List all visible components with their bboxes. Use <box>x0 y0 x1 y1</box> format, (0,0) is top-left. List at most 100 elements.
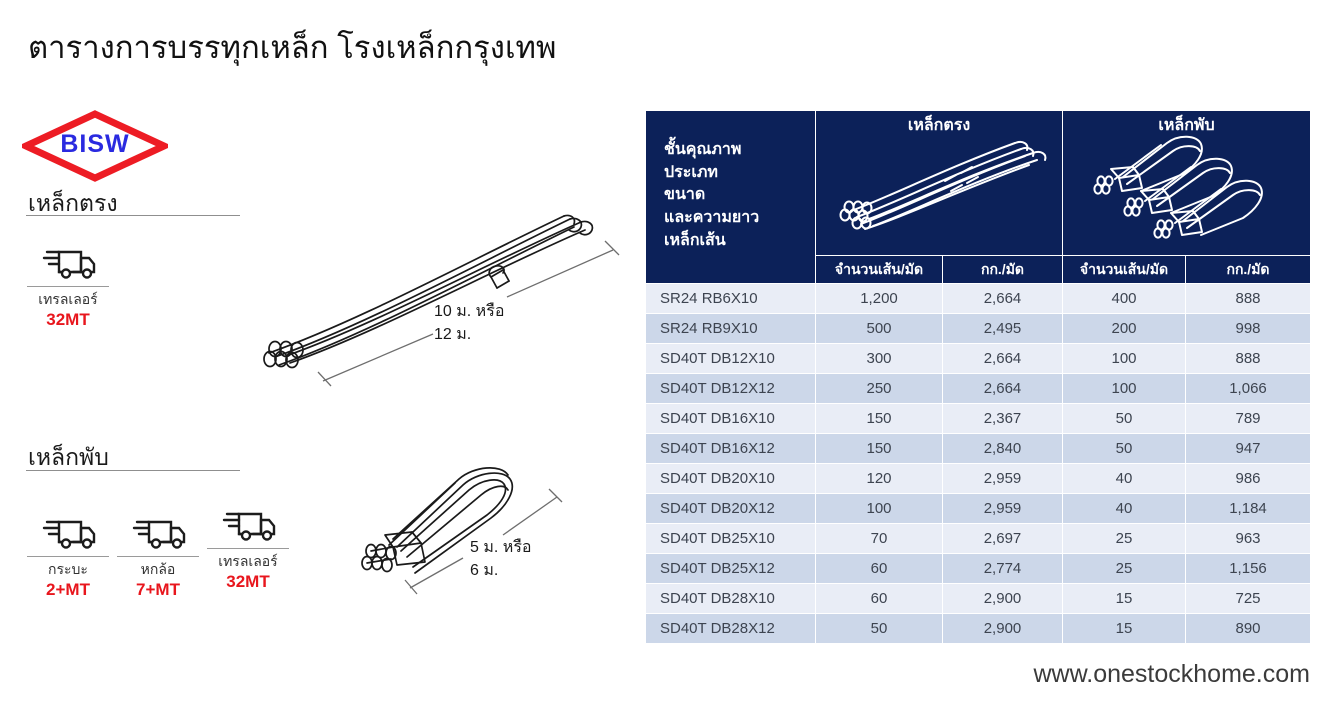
subheader-folded-kg: กก./มัด <box>1185 255 1311 284</box>
cell-straight-count: 70 <box>815 523 943 554</box>
delivery-truck-icon <box>42 520 96 549</box>
section-heading-folded: เหล็กพับ <box>28 444 109 470</box>
truck-divider <box>207 548 289 549</box>
truck-name: เทรลเลอร์ <box>38 291 98 307</box>
table-row: SD40T DB25X12 60 2,774 25 1,156 <box>645 553 1311 584</box>
cell-spec-name: SD40T DB25X12 <box>645 553 816 584</box>
cell-straight-count: 300 <box>815 343 943 374</box>
dimension-line-1: 5 ม. หรือ <box>470 539 532 556</box>
cell-folded-kg: 963 <box>1185 523 1311 554</box>
straight-bar-bundle-icon <box>263 214 620 387</box>
corner-header-line-2: ประเภท <box>664 163 718 181</box>
table-row: SR24 RB6X10 1,200 2,664 400 888 <box>645 283 1311 314</box>
cell-straight-kg: 2,900 <box>942 583 1063 614</box>
cell-folded-kg: 1,156 <box>1185 553 1311 584</box>
truck-option-trailer-straight: เทรลเลอร์ 32MT <box>20 243 116 331</box>
truck-capacity: 2+MT <box>46 579 90 599</box>
loading-spec-table: ชั้นคุณภาพ ประเภท ขนาด และความยาว เหล็กเ… <box>645 110 1311 644</box>
cell-folded-kg: 998 <box>1185 313 1311 344</box>
cell-folded-count: 15 <box>1062 613 1186 644</box>
cell-folded-count: 25 <box>1062 553 1186 584</box>
cell-folded-count: 40 <box>1062 493 1186 524</box>
cell-straight-count: 60 <box>815 583 943 614</box>
cell-folded-kg: 789 <box>1185 403 1311 434</box>
corner-header-line-4: และความยาว <box>664 209 760 227</box>
cell-straight-count: 1,200 <box>815 283 943 314</box>
cell-folded-kg: 890 <box>1185 613 1311 644</box>
cell-spec-name: SR24 RB9X10 <box>645 313 816 344</box>
group-header-straight: เหล็กตรง <box>815 110 1063 256</box>
cell-folded-count: 200 <box>1062 313 1186 344</box>
truck-name: กระบะ <box>48 561 88 577</box>
cell-straight-kg: 2,664 <box>942 373 1063 404</box>
cell-straight-count: 120 <box>815 463 943 494</box>
cell-folded-kg: 986 <box>1185 463 1311 494</box>
cell-straight-count: 150 <box>815 433 943 464</box>
cell-spec-name: SD40T DB25X10 <box>645 523 816 554</box>
cell-folded-count: 25 <box>1062 523 1186 554</box>
truck-capacity: 32MT <box>226 571 270 591</box>
dimension-line-2: 6 ม. <box>470 562 499 580</box>
folded-bar-bundle-icon <box>361 467 563 595</box>
cell-folded-count: 40 <box>1062 463 1186 494</box>
cell-spec-name: SD40T DB28X10 <box>645 583 816 614</box>
cell-straight-count: 100 <box>815 493 943 524</box>
cell-folded-kg: 725 <box>1185 583 1311 614</box>
straight-bar-bundle-art <box>839 140 1047 230</box>
cell-straight-count: 60 <box>815 553 943 584</box>
cell-spec-name: SD40T DB16X12 <box>645 433 816 464</box>
dimension-label-folded: 5 ม. หรือ 6 ม. <box>470 536 532 582</box>
cell-straight-kg: 2,840 <box>942 433 1063 464</box>
group-header-straight-label: เหล็กตรง <box>907 117 971 134</box>
footer-website-url: www.onestockhome.com <box>1033 660 1310 688</box>
cell-spec-name: SD40T DB20X10 <box>645 463 816 494</box>
cell-folded-kg: 888 <box>1185 343 1311 374</box>
dimension-line-1: 10 ม. หรือ <box>434 303 505 320</box>
truck-divider <box>27 556 109 557</box>
cell-folded-count: 50 <box>1062 433 1186 464</box>
subheader-straight-kg: กก./มัด <box>942 255 1063 284</box>
cell-straight-kg: 2,664 <box>942 283 1063 314</box>
cell-straight-kg: 2,367 <box>942 403 1063 434</box>
group-header-folded-label: เหล็กพับ <box>1158 117 1215 134</box>
truck-capacity: 7+MT <box>136 579 180 599</box>
table-row: SD40T DB20X12 100 2,959 40 1,184 <box>645 493 1311 524</box>
cell-folded-kg: 947 <box>1185 433 1311 464</box>
page-title: ตารางการบรรทุกเหล็ก โรงเหล็กกรุงเทพ <box>28 30 557 65</box>
delivery-truck-icon <box>42 250 96 279</box>
cell-straight-count: 500 <box>815 313 943 344</box>
cell-spec-name: SD40T DB28X12 <box>645 613 816 644</box>
table-row: SD40T DB28X10 60 2,900 15 725 <box>645 583 1311 614</box>
subheader-folded-count: จำนวนเส้น/มัด <box>1062 255 1186 284</box>
brand-logo: BISW <box>22 110 168 182</box>
section-heading-straight: เหล็กตรง <box>28 190 118 216</box>
corner-header-line-1: ชั้นคุณภาพ <box>664 141 742 158</box>
cell-straight-count: 50 <box>815 613 943 644</box>
cell-folded-count: 100 <box>1062 373 1186 404</box>
corner-header-line-5: เหล็กเส้น <box>664 231 726 249</box>
cell-folded-count: 15 <box>1062 583 1186 614</box>
table-row: SD40T DB20X10 120 2,959 40 986 <box>645 463 1311 494</box>
table-row: SD40T DB25X10 70 2,697 25 963 <box>645 523 1311 554</box>
truck-option-pickup: กระบะ 2+MT <box>20 513 116 601</box>
truck-option-trailer-folded: เทรลเลอร์ 32MT <box>200 505 296 593</box>
truck-option-six-wheel: หกล้อ 7+MT <box>110 513 206 601</box>
cell-straight-kg: 2,959 <box>942 463 1063 494</box>
diamond-logo-icon <box>22 110 168 182</box>
cell-spec-name: SR24 RB6X10 <box>645 283 816 314</box>
table-row: SR24 RB9X10 500 2,495 200 998 <box>645 313 1311 344</box>
dimension-label-straight: 10 ม. หรือ 12 ม. <box>434 300 504 346</box>
cell-folded-kg: 1,066 <box>1185 373 1311 404</box>
truck-name: หกล้อ <box>140 561 176 577</box>
cell-straight-count: 150 <box>815 403 943 434</box>
dimension-line-2: 12 ม. <box>434 326 472 344</box>
delivery-truck-icon <box>132 520 186 549</box>
cell-folded-count: 50 <box>1062 403 1186 434</box>
cell-straight-kg: 2,959 <box>942 493 1063 524</box>
cell-spec-name: SD40T DB12X12 <box>645 373 816 404</box>
cell-folded-kg: 1,184 <box>1185 493 1311 524</box>
truck-divider <box>117 556 199 557</box>
table-row: SD40T DB16X12 150 2,840 50 947 <box>645 433 1311 464</box>
cell-spec-name: SD40T DB12X10 <box>645 343 816 374</box>
